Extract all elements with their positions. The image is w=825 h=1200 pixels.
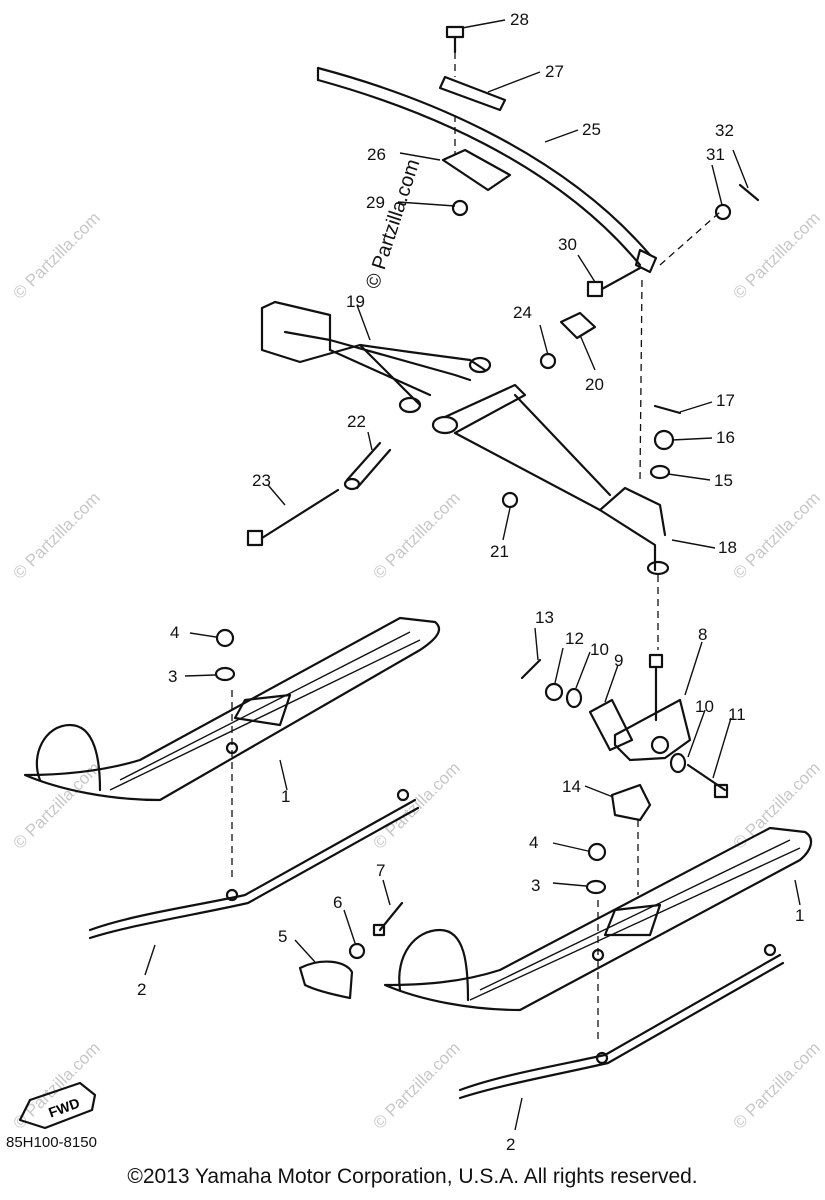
part-16-nut xyxy=(653,429,675,451)
part-2-runner-left xyxy=(88,788,420,940)
part-11-bolt xyxy=(686,763,729,799)
callout-29: 29 xyxy=(366,193,385,212)
part-2-runner-right xyxy=(458,943,785,1100)
part-4-nut-right xyxy=(587,842,607,862)
part-13-cotter-pin xyxy=(520,658,542,680)
part-23-long-bolt xyxy=(246,488,340,547)
part-30-bolt xyxy=(586,266,642,298)
part-19-bracket xyxy=(260,300,492,414)
part-3-washer-right xyxy=(585,879,607,895)
callout-8: 8 xyxy=(698,625,707,644)
callout-10: 10 xyxy=(590,640,609,659)
callout-13: 13 xyxy=(535,608,554,627)
assembly-axis-lines xyxy=(231,52,721,1040)
callout-10: 10 xyxy=(695,697,714,716)
callout-14: 14 xyxy=(562,777,581,796)
callout-31: 31 xyxy=(706,145,725,164)
watermark: © Partzilla.com xyxy=(9,758,103,852)
watermark: © Partzilla.com xyxy=(729,208,823,302)
part-3-washer-left xyxy=(214,666,236,682)
callout-9: 9 xyxy=(614,651,623,670)
callout-17: 17 xyxy=(716,391,735,410)
part-28-bolt xyxy=(445,25,465,54)
callout-30: 30 xyxy=(558,235,577,254)
callout-4: 4 xyxy=(170,623,179,642)
callout-12: 12 xyxy=(565,629,584,648)
callout-6: 6 xyxy=(333,893,342,912)
watermark: © Partzilla.com xyxy=(369,488,463,582)
watermark: © Partzilla.com xyxy=(729,488,823,582)
callout-4: 4 xyxy=(529,833,538,852)
callout-19: 19 xyxy=(346,292,365,311)
callout-7: 7 xyxy=(376,861,385,880)
callout-1: 1 xyxy=(281,787,290,806)
part-24-nut xyxy=(539,352,557,370)
callout-28: 28 xyxy=(510,10,529,29)
watermark: © Partzilla.com xyxy=(369,1038,463,1132)
copyright-notice: ©2013 Yamaha Motor Corporation, U.S.A. A… xyxy=(127,1165,698,1188)
part-22-spacer xyxy=(343,441,392,491)
part-5-wear-plate xyxy=(298,960,354,1000)
part-1-ski-left xyxy=(23,616,441,802)
part-29-nut xyxy=(451,199,469,217)
callout-24: 24 xyxy=(513,303,532,322)
callout-26: 26 xyxy=(367,145,386,164)
callout-20: 20 xyxy=(585,375,604,394)
part-9-collar xyxy=(588,698,634,752)
part-32-cotter-pin xyxy=(738,183,760,202)
callout-2: 2 xyxy=(137,980,146,999)
watermark-center: © Partzilla.com xyxy=(362,157,425,292)
part-20-stopper xyxy=(559,311,597,340)
callout-22: 22 xyxy=(347,412,366,431)
part-17-cotter-pin xyxy=(653,404,682,415)
part-25-leaf-spring xyxy=(316,66,658,274)
part-15-washer xyxy=(649,464,671,480)
part-10-washer-a xyxy=(565,687,583,709)
drawing-code: 85H100-8150 xyxy=(6,1134,97,1151)
callout-numbers: 28 27 25 26 29 31 32 30 24 20 19 17 16 1… xyxy=(137,10,804,1154)
part-4-nut-left xyxy=(215,628,235,648)
part-12-nut xyxy=(544,682,564,702)
watermark: © Partzilla.com xyxy=(729,1038,823,1132)
watermark: © Partzilla.com xyxy=(9,208,103,302)
callout-15: 15 xyxy=(714,471,733,490)
part-8-spindle xyxy=(613,653,692,762)
part-1-ski-right xyxy=(383,826,813,1012)
callout-18: 18 xyxy=(718,538,737,557)
part-10-washer-b xyxy=(669,752,687,774)
callout-3: 3 xyxy=(531,876,540,895)
callout-23: 23 xyxy=(252,471,271,490)
callout-1: 1 xyxy=(795,906,804,925)
callout-leader-lines xyxy=(144,19,801,1131)
part-18-steering-arm xyxy=(431,383,670,576)
callout-25: 25 xyxy=(582,120,601,139)
callout-16: 16 xyxy=(716,428,735,447)
part-21-nut xyxy=(501,491,519,509)
part-7-bolt xyxy=(372,901,404,937)
part-6-nut xyxy=(348,942,366,960)
callout-27: 27 xyxy=(545,62,564,81)
part-14-damper xyxy=(610,783,652,822)
watermark: © Partzilla.com xyxy=(9,488,103,582)
callout-3: 3 xyxy=(168,667,177,686)
part-27-clamp xyxy=(438,75,507,112)
callout-5: 5 xyxy=(278,927,287,946)
part-26-spring-plate xyxy=(441,148,512,192)
callout-11: 11 xyxy=(728,705,746,724)
callout-2: 2 xyxy=(506,1135,515,1154)
callout-21: 21 xyxy=(490,542,509,561)
part-31-nut xyxy=(714,203,732,221)
callout-32: 32 xyxy=(715,121,734,140)
watermark: © Partzilla.com xyxy=(369,758,463,852)
